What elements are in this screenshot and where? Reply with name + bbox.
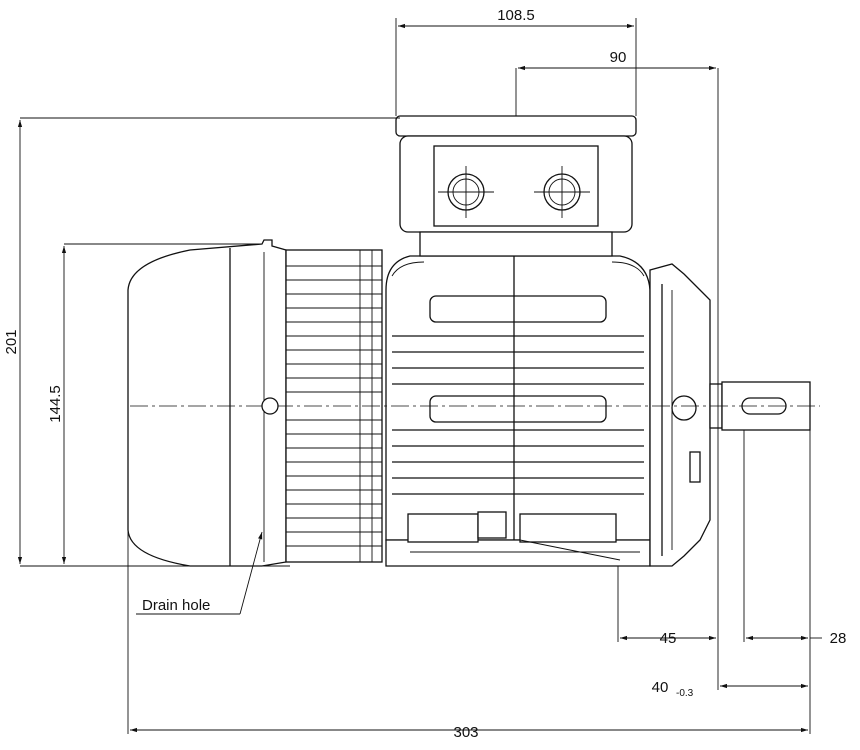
stator-housing — [385, 255, 651, 541]
dim-shaft-tolerance: -0.3 — [676, 688, 694, 699]
shaft — [721, 381, 811, 431]
motor-outline — [127, 115, 820, 567]
end-shield — [649, 263, 723, 567]
dim-shaft-shoulder: 40 — [652, 679, 669, 696]
dimension-lines — [17, 18, 822, 734]
dim-foot-to-shoulder: 45 — [660, 630, 677, 647]
terminal-box — [395, 115, 637, 257]
fan-cover — [127, 239, 287, 567]
drain-hole-label: Drain hole — [142, 597, 210, 614]
dim-shaft-to-box: 90 — [610, 49, 627, 66]
motor-foot — [385, 511, 651, 567]
dim-frame-height: 144.5 — [47, 385, 64, 423]
dim-shaft-length: 28 — [830, 630, 847, 647]
drain-hole — [261, 397, 279, 415]
dim-terminal-box-width: 108.5 — [497, 7, 535, 24]
dim-overall-height: 201 — [3, 329, 20, 354]
dim-overall-length: 303 — [453, 724, 478, 741]
dimension-labels: 108.5 90 201 144.5 45 28 40 -0.3 303 Dra… — [3, 7, 846, 741]
